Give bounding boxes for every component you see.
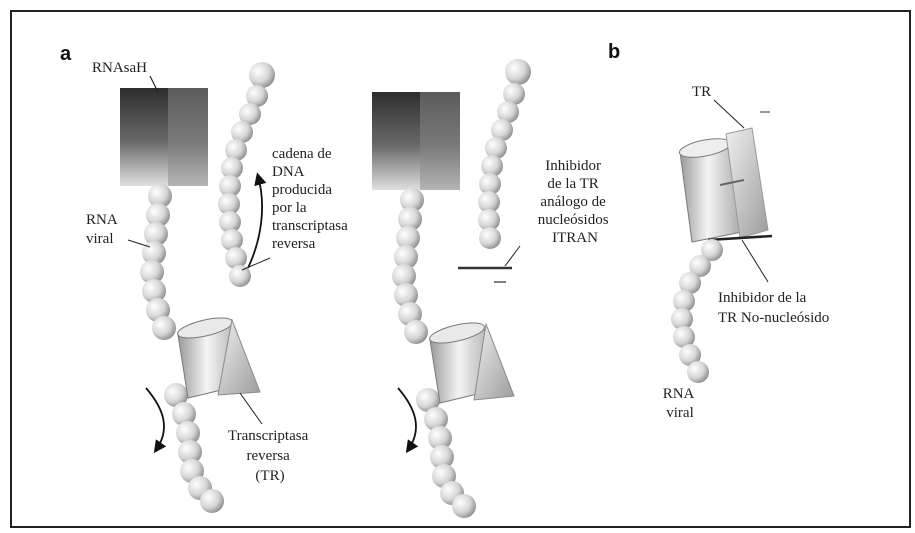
panel-label-b: b: [608, 41, 620, 63]
rnase-h-block-right: [372, 92, 460, 190]
panel-label-a: a: [60, 43, 72, 65]
reverse-transcriptase-panel-b: [678, 128, 768, 242]
label-rnasah: RNAsaH: [92, 60, 147, 76]
rnase-h-block-left: [120, 88, 208, 186]
label-tr: TR: [692, 84, 711, 100]
